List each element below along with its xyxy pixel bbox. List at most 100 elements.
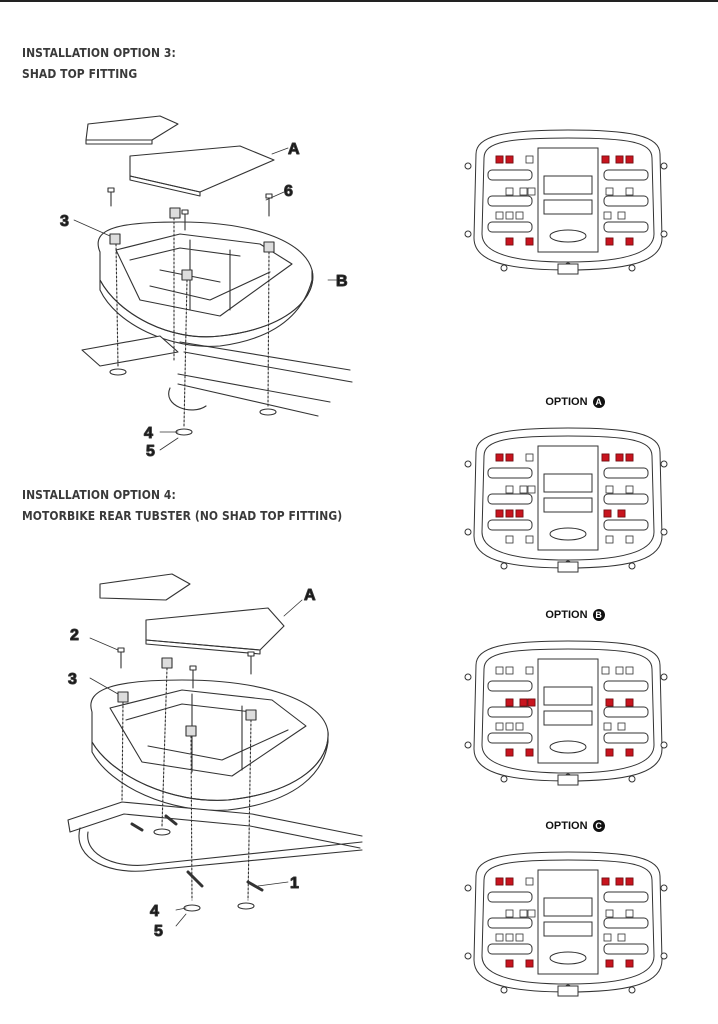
plate-slot xyxy=(527,909,536,918)
option3-plate-a-edge xyxy=(129,175,201,197)
option3-spacer-right xyxy=(263,241,275,253)
plate-slot xyxy=(505,211,514,220)
option4-base-ribs xyxy=(125,693,289,773)
plate-rail xyxy=(487,917,533,929)
option3-heading: INSTALLATION OPTION 3: SHAD TOP FITTING xyxy=(22,42,176,84)
plate-fixing-hole xyxy=(628,775,636,783)
plate-highlight-slot xyxy=(605,748,614,757)
plate-highlight-slot xyxy=(625,453,634,462)
plate-center-panel xyxy=(537,869,599,975)
option-c-letter-badge: C xyxy=(592,820,605,833)
plate-center-logo xyxy=(549,740,587,754)
plate-highlight-slot xyxy=(505,698,514,707)
option4-spacer-front xyxy=(185,725,197,737)
plate-center-slot xyxy=(543,921,593,937)
plate-slot xyxy=(617,933,626,942)
plate-highlight-slot xyxy=(495,155,504,164)
plate-latch xyxy=(557,263,579,275)
plate-highlight-slot xyxy=(617,509,626,518)
option-a-letter-badge: A xyxy=(592,396,605,409)
option-b-prefix: OPTION xyxy=(545,609,588,621)
plate-rail xyxy=(603,917,649,929)
plate-slot xyxy=(615,666,624,675)
plate-fixing-hole xyxy=(464,673,472,681)
plate-center-slot xyxy=(543,897,593,917)
option4-spacer-left xyxy=(117,691,129,703)
plate-slot xyxy=(625,485,634,494)
plate-latch xyxy=(557,561,579,573)
plate-slot xyxy=(605,909,614,918)
plate-slot xyxy=(525,155,534,164)
plate-center-slot xyxy=(543,473,593,493)
plate-inner-outline xyxy=(481,859,655,985)
option3-callout-b: B xyxy=(336,273,348,290)
option-c-prefix: OPTION xyxy=(545,820,588,832)
plate-highlight-slot xyxy=(615,155,624,164)
plate-slot xyxy=(525,453,534,462)
option4-plate-a-edge xyxy=(145,639,261,655)
plate-option-b xyxy=(464,640,668,786)
plate-slot xyxy=(605,535,614,544)
plate-center-slot xyxy=(543,710,593,726)
plate-slot xyxy=(519,485,528,494)
plate-highlight-slot xyxy=(527,698,536,707)
plate-slot xyxy=(603,933,612,942)
plate-rail xyxy=(603,680,649,692)
plate-slot xyxy=(505,722,514,731)
option4-heading: INSTALLATION OPTION 4: MOTORBIKE REAR TU… xyxy=(22,484,342,526)
plate-slot xyxy=(603,211,612,220)
option4-plate-a xyxy=(145,607,285,651)
plate-rail xyxy=(603,891,649,903)
option3-spacer-left xyxy=(109,233,121,245)
option4-straps xyxy=(130,814,264,892)
plate-fixing-hole xyxy=(660,162,668,170)
plate-slot xyxy=(605,187,614,196)
option4-title: INSTALLATION OPTION 4: xyxy=(22,487,176,502)
option3-callout-5: 5 xyxy=(146,443,155,460)
plate-highlight-slot xyxy=(625,155,634,164)
plate-highlight-slot xyxy=(505,959,514,968)
option4-washer-right xyxy=(237,902,255,910)
plate-rail xyxy=(603,221,649,233)
plate-slot xyxy=(605,485,614,494)
plate-fixing-hole xyxy=(628,562,636,570)
plate-highlight-slot xyxy=(615,453,624,462)
plate-center-slot xyxy=(543,686,593,706)
plate-center-slot xyxy=(543,199,593,215)
plate-slot xyxy=(617,211,626,220)
plate-inner-outline xyxy=(481,435,655,561)
page-top-rule xyxy=(0,0,718,2)
plate-slot xyxy=(625,187,634,196)
option3-pad xyxy=(85,115,179,141)
plate-slot xyxy=(617,722,626,731)
option4-callout-3: 3 xyxy=(68,671,77,688)
plate-fixing-hole xyxy=(628,264,636,272)
option3-callout-4: 4 xyxy=(144,425,153,442)
option3-frame-tubes xyxy=(168,341,353,417)
plate-slot xyxy=(601,666,610,675)
option3-spacer-front xyxy=(181,269,193,281)
option3-bolt-center-head xyxy=(181,209,189,215)
plate-slot xyxy=(519,187,528,196)
option4-spacer-right xyxy=(245,709,257,721)
plate-rail xyxy=(487,221,533,233)
plate-fixing-hole xyxy=(464,460,472,468)
plate-highlight-slot xyxy=(625,877,634,886)
plate-fixing-hole xyxy=(464,741,472,749)
option4-callout-a: A xyxy=(304,587,316,604)
plate-slot xyxy=(625,535,634,544)
plate-rail xyxy=(603,493,649,505)
plate-highlight-slot xyxy=(505,877,514,886)
option4-base-inner xyxy=(109,689,307,777)
plate-highlight-slot xyxy=(601,453,610,462)
option4-pad xyxy=(99,573,191,601)
option3-bracket-left xyxy=(81,335,179,367)
option4-spacer-center xyxy=(161,657,173,669)
option3-title: INSTALLATION OPTION 3: xyxy=(22,45,176,60)
plate-rail xyxy=(603,732,649,744)
plate-rail xyxy=(487,943,533,955)
option3-callout-a: A xyxy=(288,141,300,158)
plate-fixing-hole xyxy=(660,230,668,238)
plate-rail xyxy=(487,519,533,531)
plate-slot xyxy=(495,211,504,220)
